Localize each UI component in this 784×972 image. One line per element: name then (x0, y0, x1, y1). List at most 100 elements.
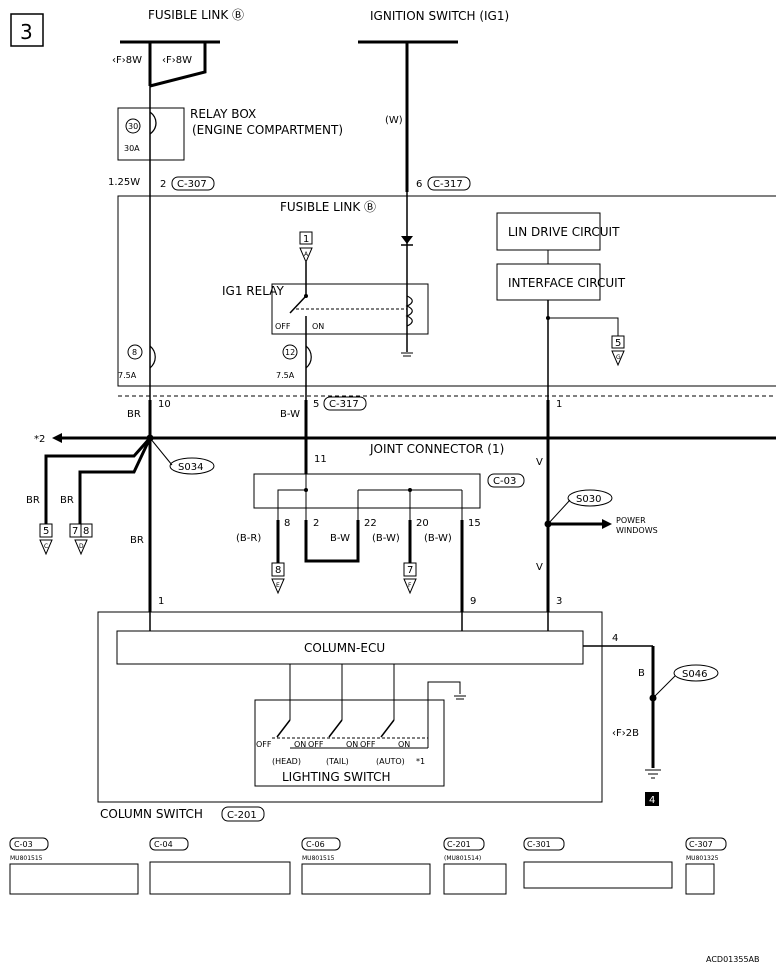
ref-c-box (39, 523, 53, 538)
switch-off-2: OFF (308, 740, 324, 749)
ref-d-number: 7 (72, 526, 78, 537)
ref5-letter: G (616, 354, 621, 361)
column-switch-connector: C-201 (227, 810, 257, 821)
joint-connector-title: JOINT CONNECTOR (1) (369, 442, 504, 456)
joint-pin-in: 11 (314, 454, 327, 465)
pin5-color: B-W (280, 409, 300, 420)
fuse-left-wire: ‹F›8W (112, 55, 142, 66)
s034-label: S034 (178, 462, 203, 473)
tail-label: (TAIL) (326, 757, 349, 766)
ls-arm-1 (276, 719, 291, 738)
ref-e-letter: E (276, 582, 280, 589)
column-ecu-label: COLUMN-ECU (304, 641, 385, 655)
ignition-wire-color: (W) (385, 115, 403, 126)
legend-shape-c301 (523, 861, 673, 889)
ground-wire-label: ‹F›2B (612, 728, 639, 739)
ref-c-letter: C (44, 543, 48, 550)
legend-id-c307: C-307 (689, 840, 713, 849)
fuse-12-rating: 7.5A (276, 371, 295, 380)
bus-arrow (52, 433, 62, 443)
power-windows-arrow (602, 519, 612, 529)
legend-badge-c03 (9, 837, 49, 851)
cs-pin4: 4 (612, 633, 618, 644)
s030-label: S030 (576, 494, 601, 505)
fuse-30-number: 30 (128, 122, 138, 131)
auto-label: (AUTO) (376, 757, 405, 766)
page-number: 3 (20, 20, 33, 44)
lin-drive-label: LIN DRIVE CIRCUIT (508, 225, 620, 239)
s046-label: S046 (682, 669, 707, 680)
pin5-connector-badge (323, 396, 367, 411)
fuse-12-symbol (305, 345, 312, 369)
s046-leader (652, 675, 676, 699)
connector-legend: C-03 MU801515 C-04 C-06 MU801515 C-201 (… (9, 837, 727, 895)
br-right-color: BR (60, 495, 74, 506)
s034-leader (149, 437, 173, 466)
fuse-12-circle (282, 344, 298, 360)
left-connector: C-307 (177, 179, 207, 190)
right-pin: 6 (416, 179, 422, 190)
s030-leader (547, 499, 571, 525)
legend-badge-c04 (149, 837, 189, 851)
power-windows-label: POWER (616, 516, 646, 525)
legend-part-c307: MU801325 (686, 855, 719, 862)
link-ref-triangle (299, 247, 313, 264)
lighting-switch-box (254, 699, 445, 787)
ref-e-number: 8 (275, 565, 281, 576)
joint-connector-box (253, 473, 481, 509)
left-pin: 2 (160, 179, 166, 190)
color-bw-20: (B-W) (372, 533, 400, 544)
s030-badge (567, 489, 613, 507)
relay-arm (289, 295, 307, 314)
right-connector-badge (427, 176, 471, 191)
relay-off: OFF (275, 322, 291, 331)
br-left-color: BR (26, 495, 40, 506)
joint-pin-2: 2 (313, 518, 319, 529)
relay-box-location: (ENGINE COMPARTMENT) (192, 123, 343, 137)
br-left-branch (44, 437, 152, 524)
ground-ref: 4 (649, 795, 655, 806)
ref-d-number-2: 8 (83, 526, 89, 537)
link-ref-number: 1 (303, 234, 309, 245)
legend-badge-c201 (443, 837, 485, 851)
column-switch-title: COLUMN SWITCH (100, 807, 203, 821)
pin5-connector: C-317 (329, 399, 359, 410)
joint-node (304, 488, 308, 492)
legend-shape-c04 (149, 861, 291, 895)
v-color-top: V (536, 457, 543, 468)
ref-c-triangle (39, 539, 53, 556)
switch-off-1: OFF (256, 740, 272, 749)
relay-box (117, 107, 185, 161)
legend-id-c301: C-301 (527, 840, 551, 849)
switch-off-3: OFF (360, 740, 376, 749)
ls-arm-2 (328, 719, 343, 738)
pin10-color: BR (127, 409, 141, 420)
ref-e-box (271, 562, 285, 577)
ref-f-triangle (403, 578, 417, 595)
jumper-bw (304, 520, 360, 563)
fusible-link-34-label: FUSIBLE LINK Ⓑ (280, 200, 376, 214)
fuse-8-symbol (149, 345, 156, 369)
ref-e-triangle (271, 578, 285, 595)
fuse-12-number: 12 (285, 348, 295, 357)
legend-part-c03: MU801515 (10, 855, 43, 862)
s034-badge (169, 457, 215, 475)
cs-pin1: 1 (158, 596, 164, 607)
ig1-relay-label: IG1 RELAY (222, 284, 284, 298)
link-ref-box (299, 231, 313, 245)
joint-node-2 (408, 488, 412, 492)
ref-f-letter: F (408, 582, 412, 589)
joint-pin-15: 15 (468, 518, 481, 529)
joint-pin-20: 20 (416, 518, 429, 529)
ref-d-letter: D (79, 543, 84, 550)
ref-f-box (403, 562, 417, 577)
column-ecu-box (116, 630, 584, 665)
color-br: (B-R) (236, 533, 261, 544)
interface-label: INTERFACE CIRCUIT (508, 276, 626, 290)
legend-id-c03: C-03 (14, 840, 33, 849)
fuse-8-number: 8 (132, 348, 137, 357)
joint-connector-badge (487, 473, 525, 488)
cs-pin3: 3 (556, 596, 562, 607)
ref5-triangle (611, 350, 625, 367)
fusible-link-36-label: FUSIBLE LINK Ⓑ (148, 8, 244, 22)
